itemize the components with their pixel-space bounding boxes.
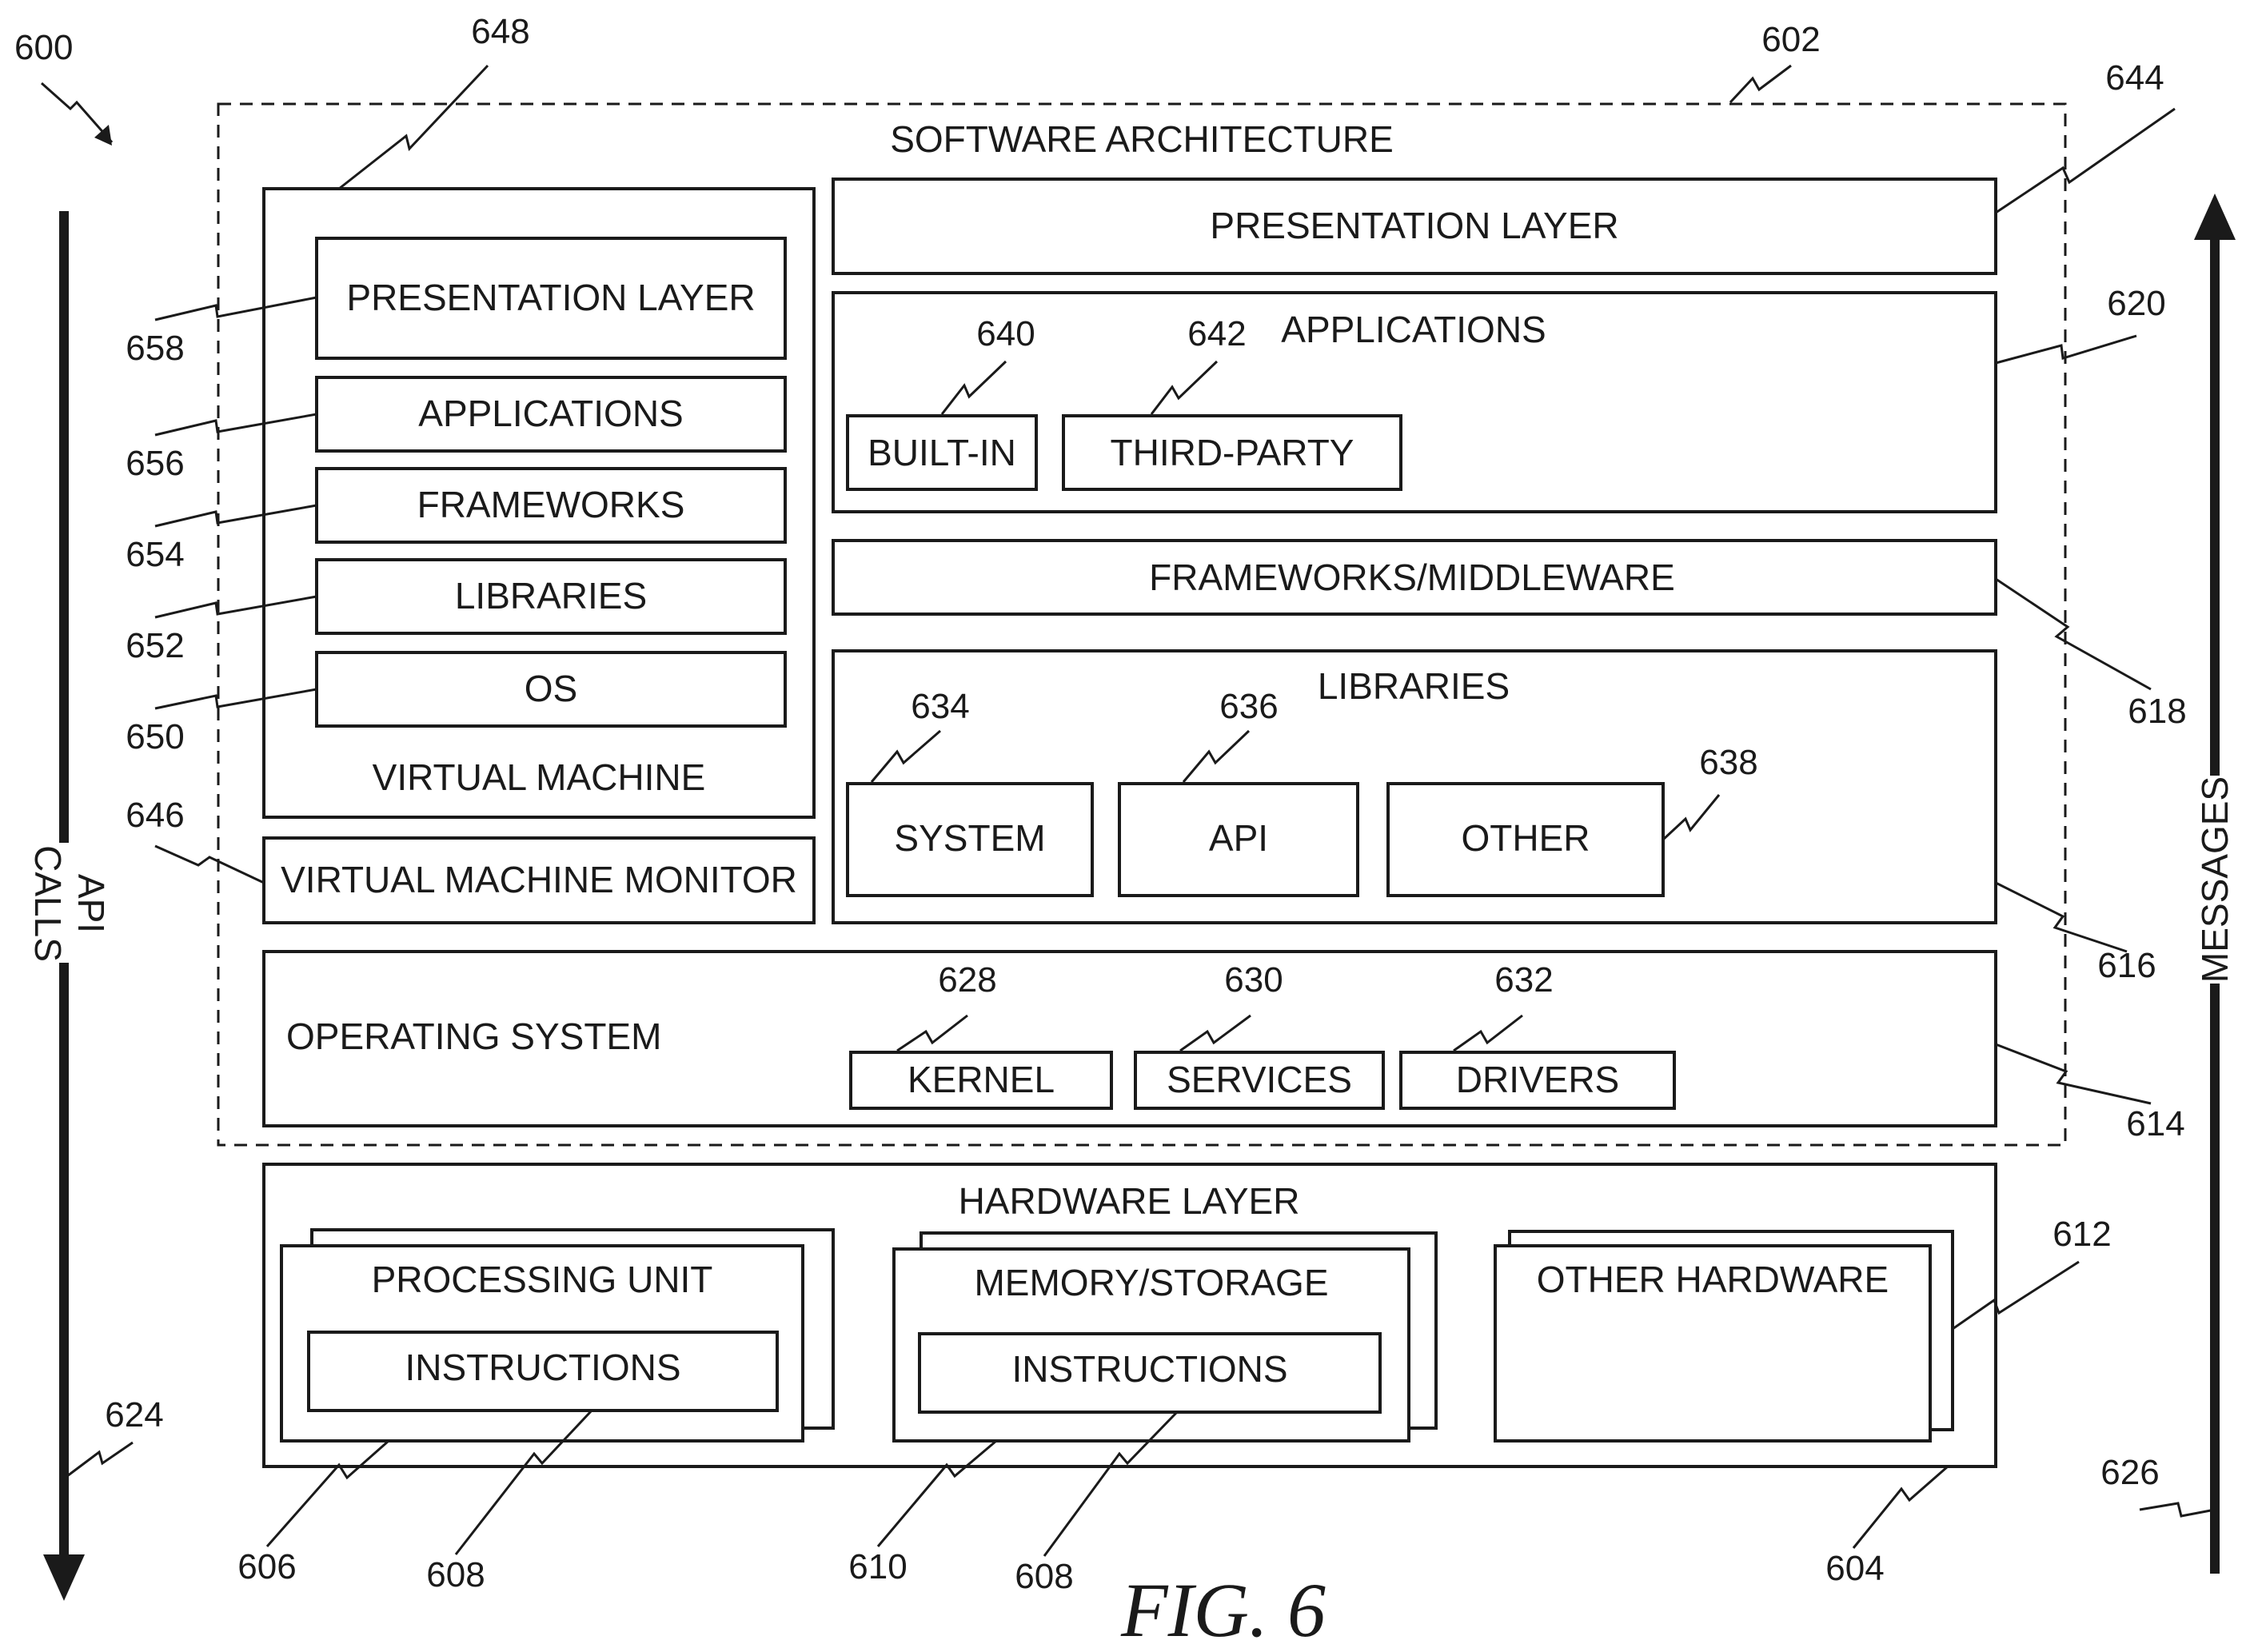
api-library-label: API [1209, 817, 1268, 859]
ref-602: 602 [1761, 20, 1820, 59]
libraries-label: LIBRARIES [1318, 665, 1510, 707]
ref-616: 616 [2097, 946, 2156, 985]
ref-626: 626 [2100, 1453, 2159, 1492]
ref-646-leader [155, 846, 264, 883]
ref-632: 632 [1494, 960, 1553, 1000]
ref-614-leader [1996, 1044, 2151, 1103]
presentation-layer-label: PRESENTATION LAYER [1210, 205, 1618, 246]
ref-604-leader [1853, 1466, 1948, 1548]
ref-654: 654 [126, 535, 184, 574]
ref-608-memory: 608 [1015, 1557, 1073, 1596]
ref-626-leader [2140, 1503, 2215, 1516]
drivers-label: DRIVERS [1456, 1059, 1619, 1100]
api-calls-label-line1: API [70, 874, 112, 933]
ref-636: 636 [1219, 687, 1278, 726]
virtual-machine-label: VIRTUAL MACHINE [373, 756, 706, 798]
applications-label: APPLICATIONS [1281, 309, 1546, 350]
vm-os-label: OS [525, 668, 577, 709]
ref-656: 656 [126, 444, 184, 483]
ref-604: 604 [1825, 1549, 1884, 1588]
third-party-label: THIRD-PARTY [1111, 432, 1354, 473]
api-calls-label-line2: CALLS [27, 845, 69, 962]
memory-storage-instructions-label: INSTRUCTIONS [1012, 1348, 1288, 1390]
vm-applications-label: APPLICATIONS [418, 393, 683, 434]
vm-presentation-layer-label: PRESENTATION LAYER [346, 277, 755, 318]
ref-648: 648 [471, 12, 529, 51]
system-library-label: SYSTEM [894, 817, 1045, 859]
ref-642: 642 [1187, 314, 1246, 353]
ref-658: 658 [126, 329, 184, 368]
messages-arrowhead-icon [2194, 194, 2236, 240]
figure-caption: FIG. 6 [1120, 1567, 1326, 1652]
other-library-label: OTHER [1462, 817, 1590, 859]
built-in-label: BUILT-IN [868, 432, 1016, 473]
ref-624-leader [67, 1443, 133, 1476]
ref-630: 630 [1224, 960, 1283, 1000]
services-label: SERVICES [1167, 1059, 1352, 1100]
ref-638: 638 [1699, 743, 1757, 782]
other-hardware-label: OTHER HARDWARE [1537, 1259, 1889, 1300]
ref-606: 606 [237, 1547, 296, 1586]
kernel-label: KERNEL [908, 1059, 1055, 1100]
ref-640: 640 [976, 314, 1035, 353]
ref-618: 618 [2128, 692, 2186, 731]
ref-650: 650 [126, 717, 184, 756]
ref-644: 644 [2105, 58, 2164, 98]
ref-648-leader [339, 66, 488, 189]
ref-644-leader [1996, 109, 2175, 213]
ref-634: 634 [911, 687, 969, 726]
ref-614: 614 [2126, 1104, 2184, 1143]
ref-646: 646 [126, 796, 184, 835]
ref-620: 620 [2107, 284, 2165, 323]
ref-652: 652 [126, 626, 184, 665]
frameworks-middleware-label: FRAMEWORKS/MIDDLEWARE [1149, 557, 1675, 598]
ref-618-leader [1996, 579, 2151, 689]
processing-unit-label: PROCESSING UNIT [372, 1259, 713, 1300]
ref-624: 624 [105, 1395, 163, 1435]
messages-label: MESSAGES [2194, 776, 2236, 983]
ref-600-arrowhead-icon [94, 125, 112, 146]
software-architecture-title: SOFTWARE ARCHITECTURE [890, 118, 1394, 160]
hardware-layer-label: HARDWARE LAYER [959, 1180, 1300, 1222]
ref-616-leader [1996, 883, 2127, 952]
ref-610: 610 [848, 1547, 907, 1586]
ref-612: 612 [2053, 1215, 2111, 1254]
memory-storage-label: MEMORY/STORAGE [974, 1262, 1328, 1303]
ref-608-processing: 608 [426, 1555, 485, 1594]
ref-628: 628 [938, 960, 996, 1000]
ref-600: 600 [14, 28, 73, 67]
operating-system-label: OPERATING SYSTEM [286, 1016, 661, 1057]
ref-602-leader [1730, 66, 1791, 102]
vm-frameworks-label: FRAMEWORKS [417, 484, 685, 525]
processing-unit-instructions-label: INSTRUCTIONS [405, 1347, 681, 1388]
vm-monitor-label: VIRTUAL MACHINE MONITOR [281, 859, 797, 900]
api-calls-arrowhead-icon [43, 1554, 85, 1601]
vm-libraries-label: LIBRARIES [455, 575, 647, 617]
